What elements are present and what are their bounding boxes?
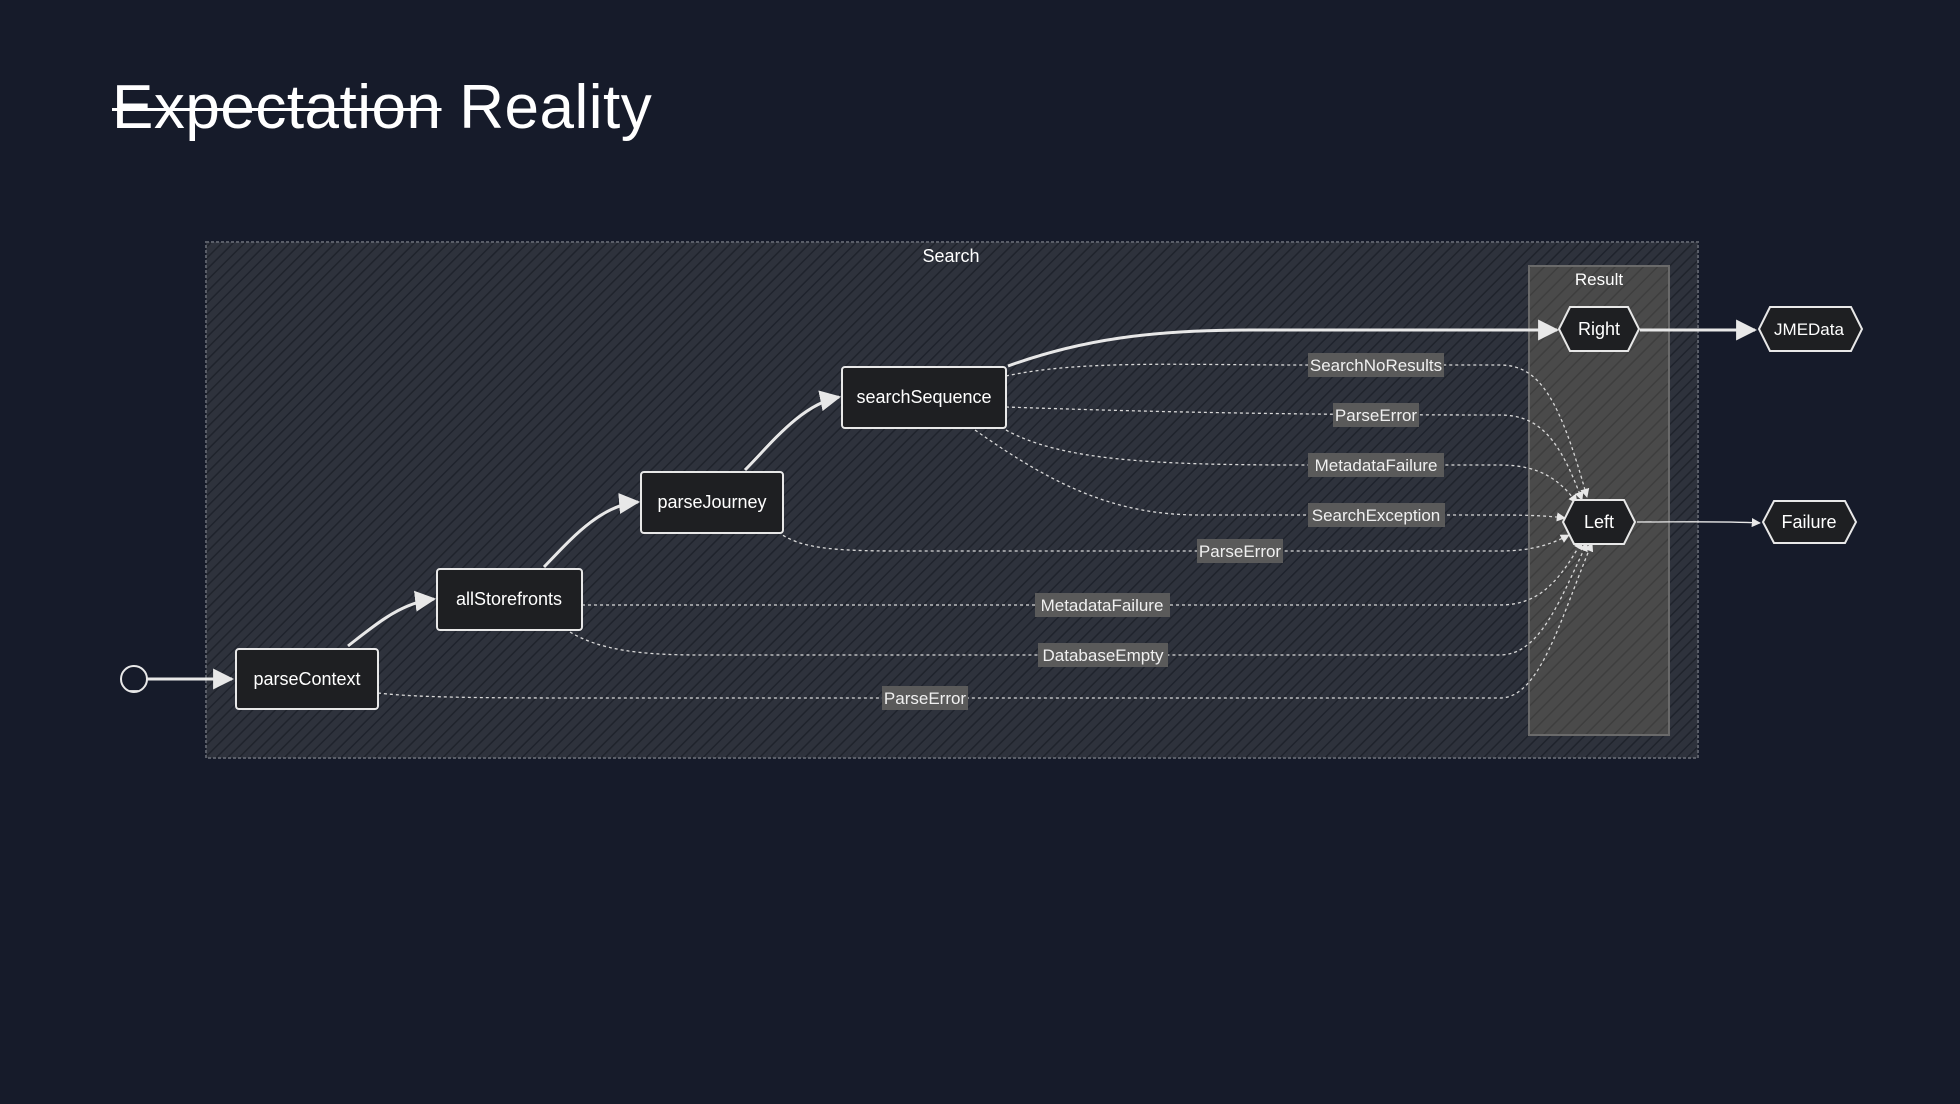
state-parsejourney[interactable]: parseJourney xyxy=(640,471,784,534)
edge-label-group: SearchNoResults ParseError MetadataFailu… xyxy=(882,353,1445,710)
state-searchsequence-label: searchSequence xyxy=(856,387,991,407)
result-left-label: Left xyxy=(1584,512,1614,532)
state-allstorefronts-label: allStorefronts xyxy=(456,589,562,609)
edge-label-storefronts-metadatafailure-text: MetadataFailure xyxy=(1041,596,1164,615)
edge-label-context-parseerror: ParseError xyxy=(882,686,968,710)
edge-label-storefronts-metadatafailure: MetadataFailure xyxy=(1035,593,1170,617)
state-searchsequence[interactable]: searchSequence xyxy=(841,366,1007,429)
state-parsecontext-label: parseContext xyxy=(253,669,360,689)
output-edges xyxy=(1636,319,1761,528)
edge-label-searchnoresults-text: SearchNoResults xyxy=(1310,356,1442,375)
edge-label-seq-parseerror-text: ParseError xyxy=(1335,406,1418,425)
failure-edges xyxy=(377,363,1594,699)
edge-parsejourney-searchsequence xyxy=(743,390,842,472)
result-right[interactable]: Right xyxy=(1557,306,1641,352)
edge-left-failure xyxy=(1636,518,1761,528)
state-parsejourney-label: parseJourney xyxy=(657,492,766,512)
edge-label-context-parseerror-text: ParseError xyxy=(884,689,967,708)
edge-label-seq-parseerror: ParseError xyxy=(1333,403,1419,427)
edge-label-journey-parseerror: ParseError xyxy=(1197,539,1283,563)
search-group-label: Search xyxy=(922,246,979,266)
start-marker: _ xyxy=(120,665,148,693)
edge-seq-parseerror xyxy=(1005,406,1584,501)
edge-label-seq-metadatafailure: MetadataFailure xyxy=(1308,453,1444,477)
state-parsecontext[interactable]: parseContext xyxy=(235,648,379,710)
result-right-label: Right xyxy=(1578,319,1620,339)
edge-searchsequence-right xyxy=(1007,319,1560,368)
output-jmedata-label: JMEData xyxy=(1774,320,1844,339)
edge-label-seq-metadatafailure-text: MetadataFailure xyxy=(1315,456,1438,475)
edge-label-searchnoresults: SearchNoResults xyxy=(1308,353,1444,377)
edge-label-databaseempty-text: DatabaseEmpty xyxy=(1043,646,1164,665)
search-group: Search xyxy=(205,241,1699,759)
edge-label-searchexception-text: SearchException xyxy=(1312,506,1441,525)
edge-label-journey-parseerror-text: ParseError xyxy=(1199,542,1282,561)
state-allstorefronts[interactable]: allStorefronts xyxy=(436,568,583,631)
edge-label-databaseempty: DatabaseEmpty xyxy=(1038,643,1168,667)
start-marker-label: _ xyxy=(129,675,138,691)
edge-context-parseerror xyxy=(377,542,1594,699)
title-struck-text: Expectation xyxy=(112,73,442,142)
result-group-label: Result xyxy=(1575,270,1623,289)
edge-seq-searchnoresults xyxy=(1005,363,1590,498)
result-group: Result xyxy=(1528,265,1670,736)
edge-label-searchexception: SearchException xyxy=(1308,503,1445,527)
edge-parsecontext-allstorefronts xyxy=(347,590,437,648)
title-main-text: Reality xyxy=(459,73,653,142)
slide-title: Expectation Reality xyxy=(112,72,652,143)
output-jmedata[interactable]: JMEData xyxy=(1757,306,1864,352)
output-failure[interactable]: Failure xyxy=(1761,500,1858,544)
edge-allstorefronts-parsejourney xyxy=(542,493,641,569)
success-edges xyxy=(147,319,1560,690)
result-left[interactable]: Left xyxy=(1561,499,1637,545)
output-failure-label: Failure xyxy=(1781,512,1836,532)
edge-storefronts-databaseempty xyxy=(569,542,1588,656)
